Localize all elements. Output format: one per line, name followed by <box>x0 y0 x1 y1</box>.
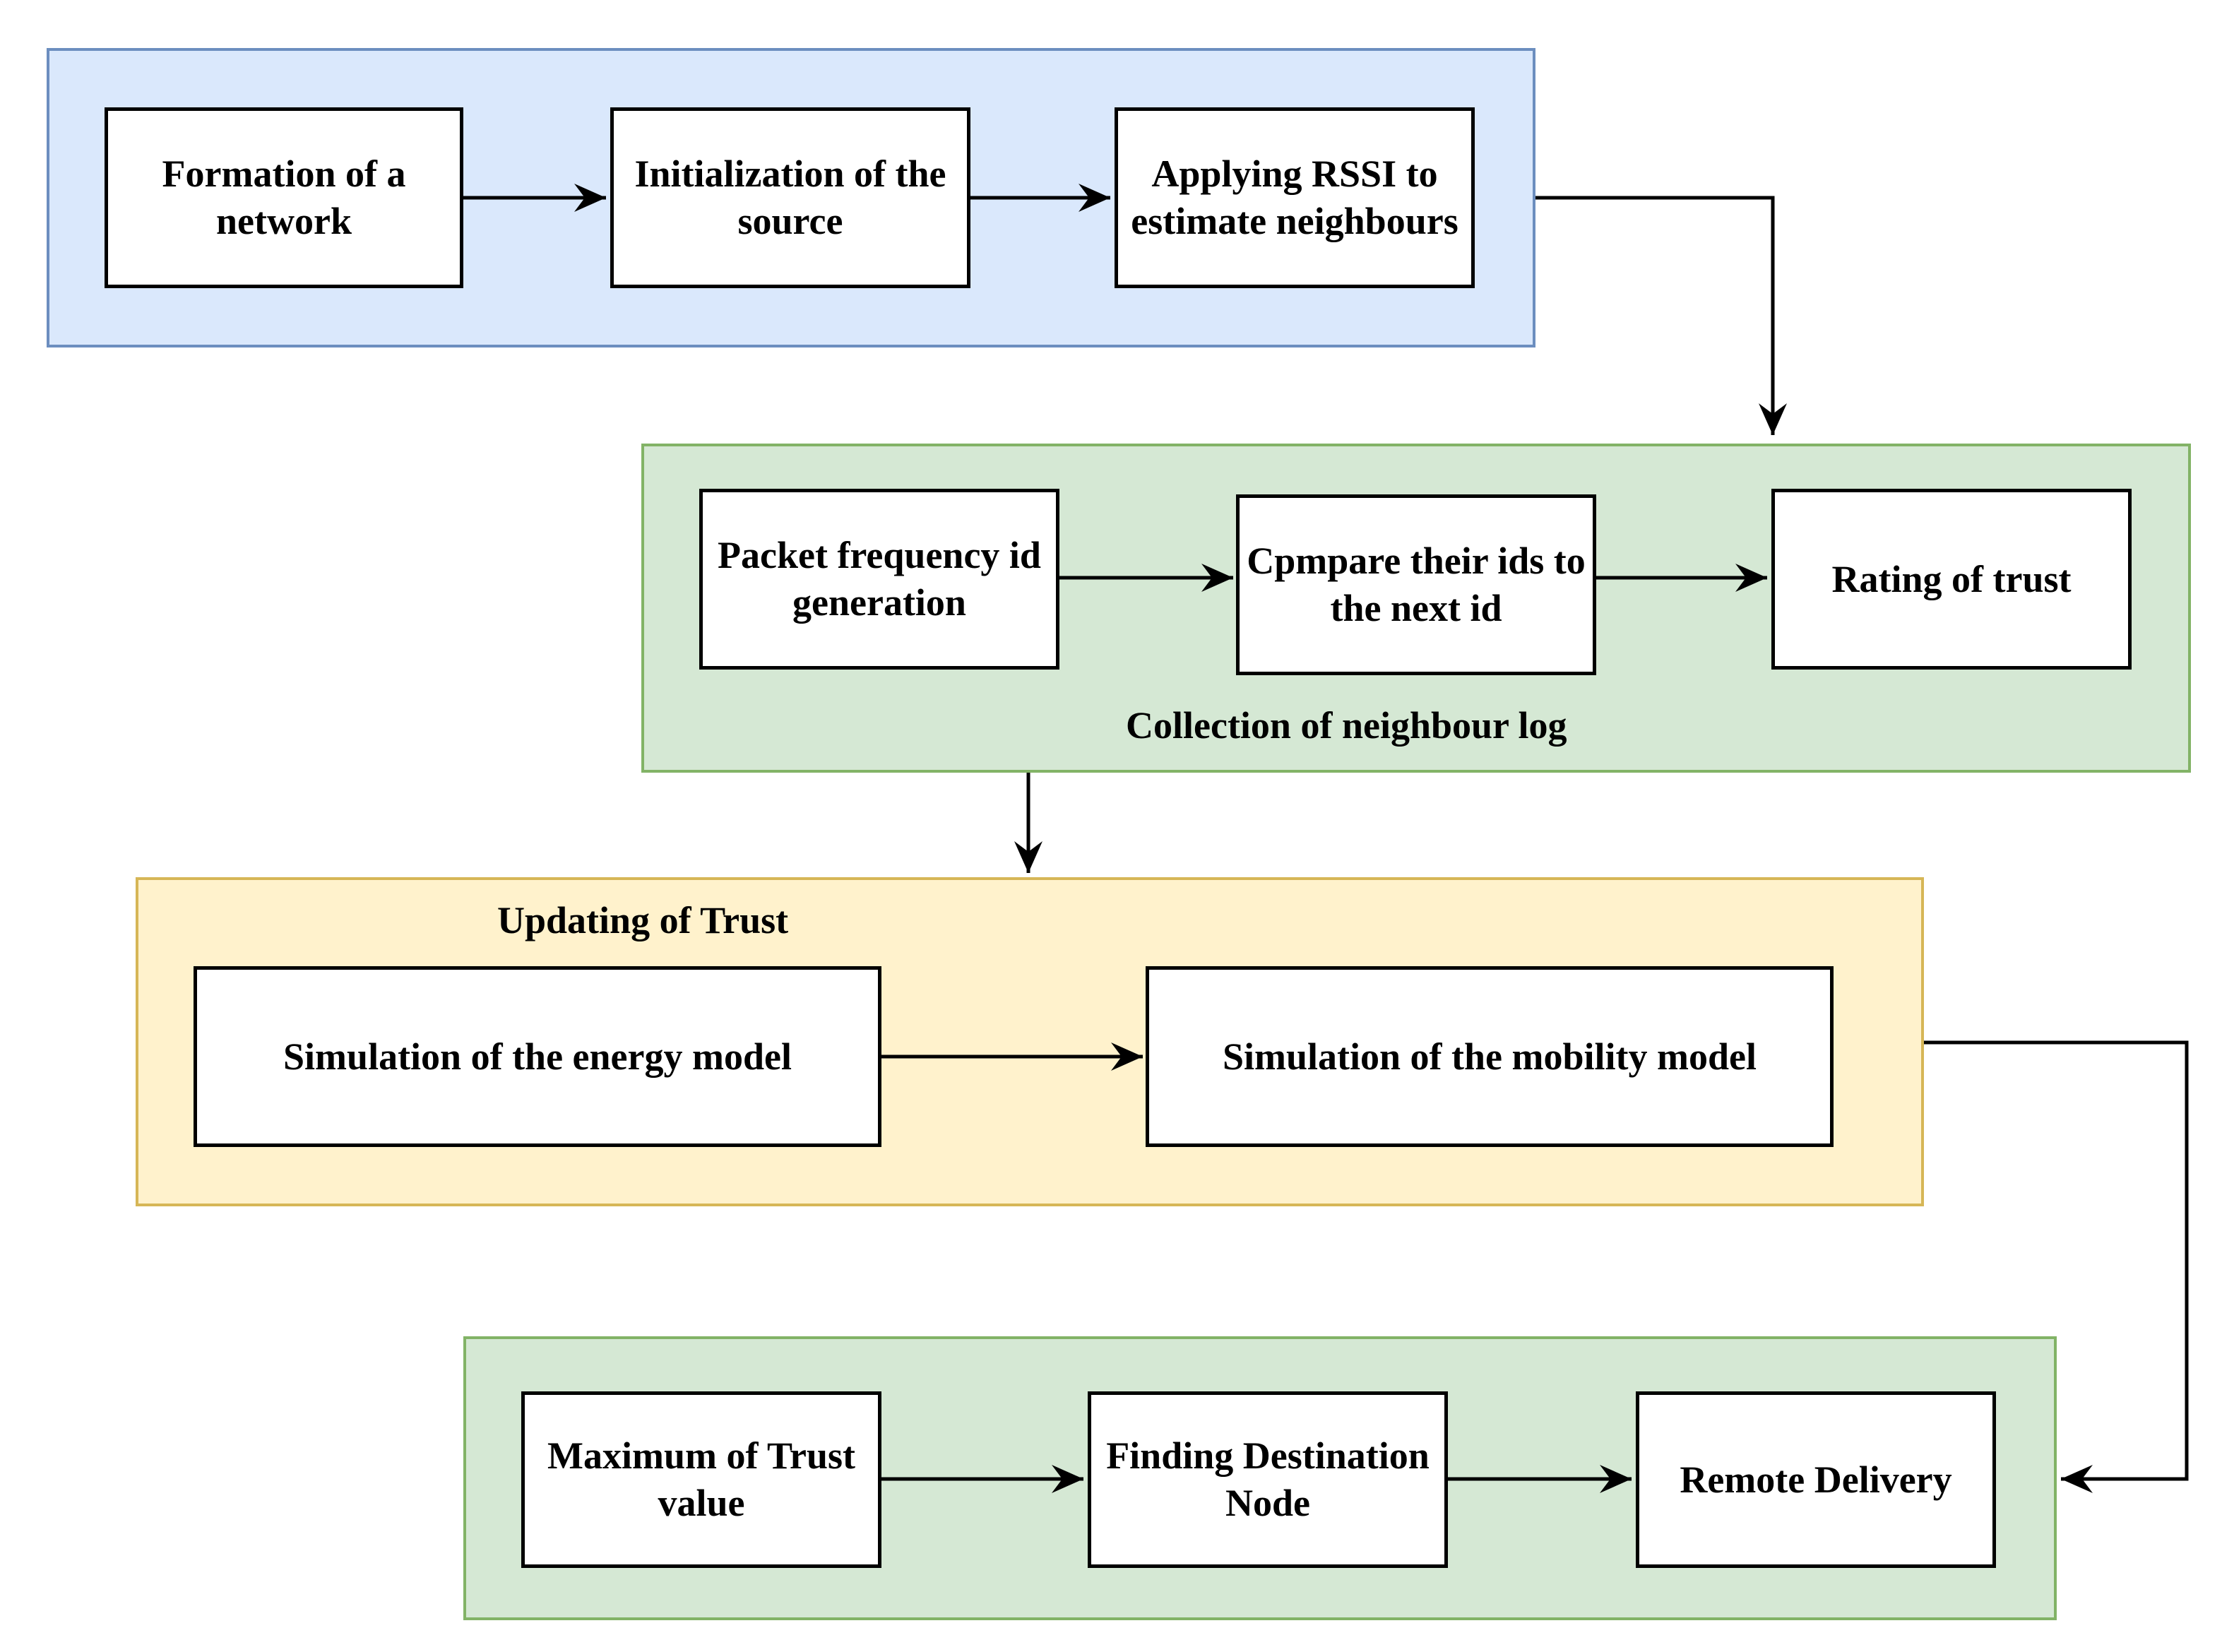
node-energy-label: Simulation of the energy model <box>283 1035 792 1078</box>
arrow-stage1-to-stage2 <box>1535 196 1787 435</box>
group-title-neighbour-log: Collection of neighbour log <box>1126 704 1567 747</box>
node-rating-of-trust: Rating of trust <box>1771 489 2132 670</box>
node-finding-destination: Finding Destination Node <box>1088 1391 1448 1568</box>
node-formation-label: Formation of a network <box>162 153 406 242</box>
node-mobility-model: Simulation of the mobility model <box>1146 966 1834 1147</box>
node-maximum-trust: Maximum of Trust value <box>521 1391 881 1568</box>
node-compare-label: Cpmpare their ids to the next id <box>1247 540 1586 629</box>
node-applying-rssi: Applying RSSI to estimate neighbours <box>1115 107 1475 288</box>
node-packet-frequency: Packet frequency id generation <box>699 489 1059 670</box>
node-compare-ids: Cpmpare their ids to the next id <box>1236 494 1596 675</box>
node-initialization-of-source: Initialization of the source <box>610 107 970 288</box>
node-maximum-label: Maximum of Trust value <box>547 1434 855 1524</box>
node-delivery-label: Remote Delivery <box>1680 1458 1952 1501</box>
node-initialization-label: Initialization of the source <box>634 153 946 242</box>
node-mobility-label: Simulation of the mobility model <box>1222 1035 1757 1078</box>
node-formation-of-network: Formation of a network <box>105 107 463 288</box>
arrow-stage3-to-stage4 <box>1924 1040 2189 1493</box>
node-rating-label: Rating of trust <box>1831 557 2072 600</box>
node-energy-model: Simulation of the energy model <box>194 966 881 1147</box>
node-finding-label: Finding Destination Node <box>1106 1434 1430 1524</box>
node-remote-delivery: Remote Delivery <box>1636 1391 1996 1568</box>
group-title-updating-trust: Updating of Trust <box>497 899 789 941</box>
node-packet-label: Packet frequency id generation <box>718 534 1041 624</box>
node-rssi-label: Applying RSSI to estimate neighbours <box>1131 153 1458 242</box>
